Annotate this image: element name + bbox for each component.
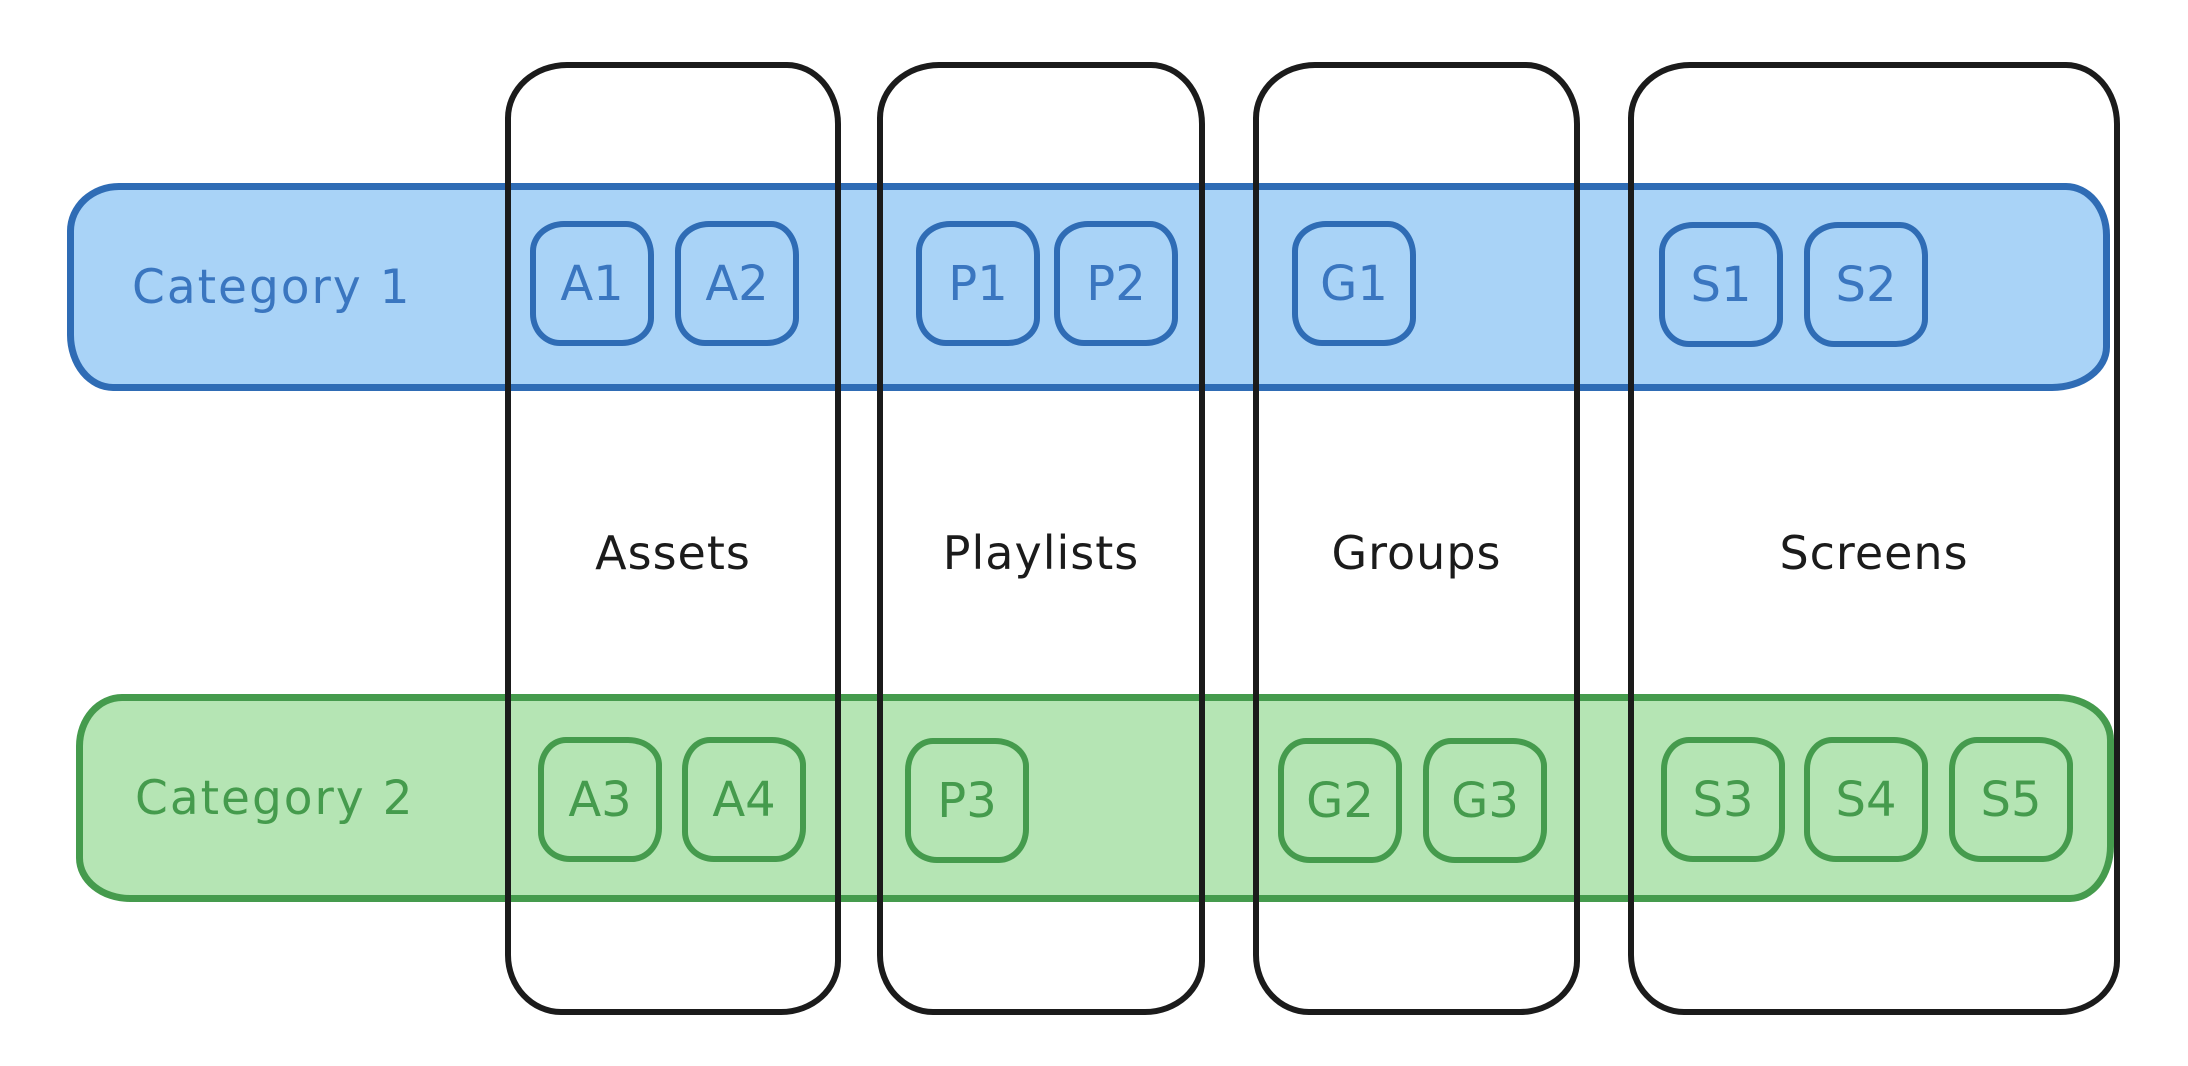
- item-box-s1: S1: [1659, 222, 1783, 347]
- column-label-screens: Screens: [1779, 526, 1969, 580]
- category-2-label: Category 2: [135, 770, 415, 826]
- column-label-groups: Groups: [1331, 526, 1502, 580]
- item-box-a2: A2: [675, 221, 799, 346]
- item-box-p1: P1: [916, 221, 1040, 346]
- item-box-g3: G3: [1423, 738, 1547, 863]
- column-label-playlists: Playlists: [942, 526, 1140, 580]
- item-box-s4: S4: [1804, 737, 1928, 862]
- column-label-assets: Assets: [595, 526, 751, 580]
- item-box-a1: A1: [530, 221, 654, 346]
- item-box-s5: S5: [1949, 737, 2073, 862]
- item-box-p3: P3: [905, 738, 1029, 863]
- item-box-a4: A4: [682, 737, 806, 862]
- item-box-s3: S3: [1661, 737, 1785, 862]
- item-box-s2: S2: [1804, 222, 1928, 347]
- item-box-p2: P2: [1054, 221, 1178, 346]
- category-2-band: Category 2: [76, 694, 2114, 902]
- item-box-a3: A3: [538, 737, 662, 862]
- category-1-label: Category 1: [132, 259, 412, 315]
- item-box-g1: G1: [1292, 221, 1416, 346]
- item-box-g2: G2: [1278, 738, 1402, 863]
- category-1-band: Category 1: [67, 183, 2110, 391]
